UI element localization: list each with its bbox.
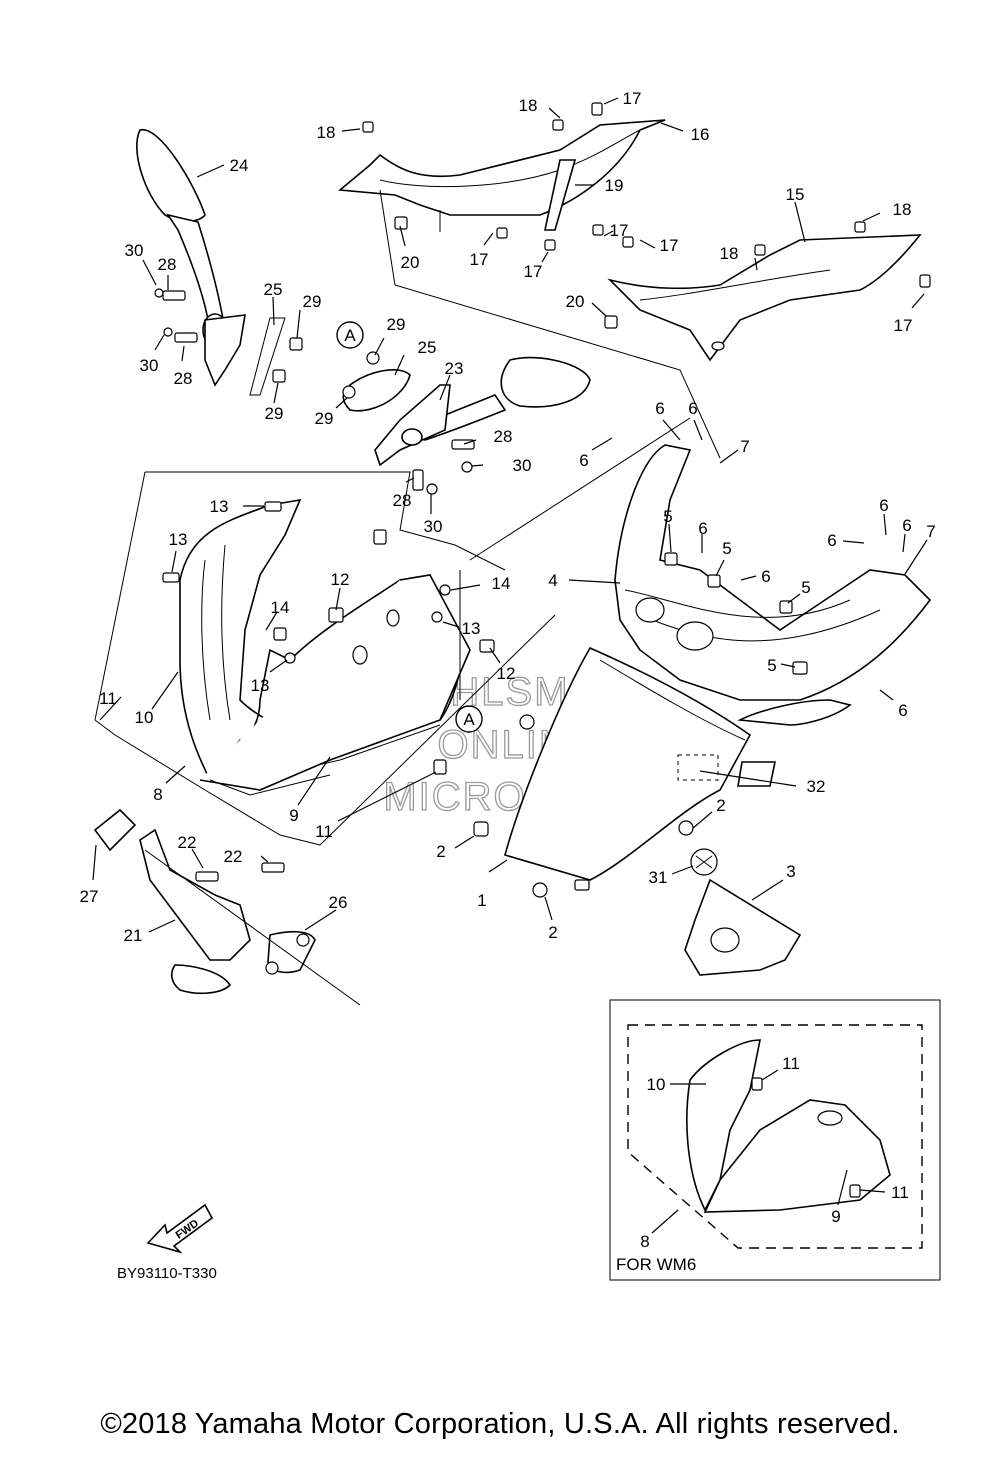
callout-19: 19 <box>605 176 624 195</box>
callout-30c: 30 <box>513 456 532 475</box>
callout-11a: 11 <box>99 689 117 708</box>
reference-mark-a-bottom: A <box>463 710 475 729</box>
callout-17e: 17 <box>660 236 679 255</box>
callout-wm6-9: 9 <box>831 1207 840 1226</box>
emblem-bracket <box>684 848 802 976</box>
callout-27: 27 <box>80 887 99 906</box>
callout-12b: 12 <box>497 664 516 683</box>
callout-31: 31 <box>649 868 668 887</box>
callout-28a: 28 <box>158 255 177 274</box>
callout-22b: 22 <box>224 847 243 866</box>
callout-24: 24 <box>230 156 249 175</box>
fwd-arrow: FWD <box>146 1203 214 1254</box>
leader-lines <box>94 189 721 1006</box>
callout-26: 26 <box>329 893 348 912</box>
callout-15: 15 <box>786 185 805 204</box>
callout-5a: 5 <box>663 507 672 526</box>
callout-8: 8 <box>153 785 162 804</box>
variant-box <box>609 999 941 1281</box>
callout-29b: 29 <box>265 404 284 423</box>
callout-22a: 22 <box>178 833 197 852</box>
callout-5d: 5 <box>767 656 776 675</box>
mirror-right-assembly <box>342 351 591 495</box>
callout-18d: 18 <box>720 244 739 263</box>
callout-wm6-11b: 11 <box>891 1183 909 1202</box>
inner-panels <box>338 102 931 362</box>
callout-25a: 25 <box>264 280 283 299</box>
callout-21: 21 <box>124 926 143 945</box>
callout-13a: 13 <box>210 497 229 516</box>
callout-14a: 14 <box>271 598 290 617</box>
windscreen <box>473 646 776 898</box>
callout-6f: 6 <box>827 531 836 550</box>
copyright-notice: ©2018 Yamaha Motor Corporation, U.S.A. A… <box>100 1408 900 1440</box>
callout-14b: 14 <box>492 574 511 593</box>
callout-17a: 17 <box>623 89 642 108</box>
callout-6b: 6 <box>655 399 664 418</box>
callout-17d: 17 <box>610 221 629 240</box>
callout-25b: 25 <box>418 338 437 357</box>
callout-wm6-10: 10 <box>647 1075 666 1094</box>
callout-18a: 18 <box>317 123 336 142</box>
reference-mark-a-top: A <box>344 326 356 345</box>
callout-9: 9 <box>289 806 298 825</box>
mirror-left-assembly <box>136 129 303 396</box>
callout-29c: 29 <box>387 315 406 334</box>
callout-wm6-11a: 11 <box>782 1054 800 1073</box>
callout-29d: 29 <box>315 409 334 428</box>
cowling-stay <box>93 808 316 995</box>
callout-17c: 17 <box>524 262 543 281</box>
callout-3: 3 <box>786 862 795 881</box>
callout-32: 32 <box>807 777 826 796</box>
diagram-code: BY93110-T330 <box>117 1265 217 1282</box>
callout-2a: 2 <box>436 842 445 861</box>
callout-wm6-8: 8 <box>640 1232 649 1251</box>
callout-6e: 6 <box>761 567 770 586</box>
front-cowling-assembly <box>162 498 535 796</box>
callout-18c: 18 <box>893 200 912 219</box>
callout-6d: 6 <box>698 519 707 538</box>
reference-marks: A A <box>336 321 483 733</box>
callout-7a: 7 <box>740 437 749 456</box>
callout-2c: 2 <box>716 796 725 815</box>
callout-18b: 18 <box>519 96 538 115</box>
callout-6a: 6 <box>579 451 588 470</box>
callout-30a: 30 <box>125 241 144 260</box>
callout-20b: 20 <box>566 292 585 311</box>
callout-13d: 13 <box>462 619 481 638</box>
callout-13b: 13 <box>169 530 188 549</box>
variant-label: FOR WM6 <box>616 1255 697 1274</box>
callout-6h: 6 <box>902 516 911 535</box>
inner-fairing <box>614 444 932 726</box>
callout-6i: 6 <box>898 701 907 720</box>
callout-6c: 6 <box>688 399 697 418</box>
callout-30d: 30 <box>424 517 443 536</box>
callout-16: 16 <box>691 125 710 144</box>
callout-20a: 20 <box>401 253 420 272</box>
callout-17b: 17 <box>470 250 489 269</box>
callout-28d: 28 <box>393 491 412 510</box>
callout-1: 1 <box>477 891 486 910</box>
callouts: 1 2 2 2 3 4 5 5 5 5 6 6 6 6 6 6 <box>80 89 936 1251</box>
callout-28b: 28 <box>174 369 193 388</box>
callout-17f: 17 <box>894 316 913 335</box>
callout-5c: 5 <box>801 578 810 597</box>
callout-28c: 28 <box>494 427 513 446</box>
callout-23: 23 <box>445 359 464 378</box>
callout-12a: 12 <box>331 570 350 589</box>
callout-10: 10 <box>135 708 154 727</box>
callout-7b: 7 <box>926 522 935 541</box>
callout-11b: 11 <box>315 822 333 841</box>
callout-5b: 5 <box>722 539 731 558</box>
callout-6g: 6 <box>879 496 888 515</box>
callout-2b: 2 <box>548 923 557 942</box>
callout-13c: 13 <box>251 676 270 695</box>
callout-4: 4 <box>548 571 557 590</box>
callout-29a: 29 <box>303 292 322 311</box>
callout-30b: 30 <box>140 356 159 375</box>
